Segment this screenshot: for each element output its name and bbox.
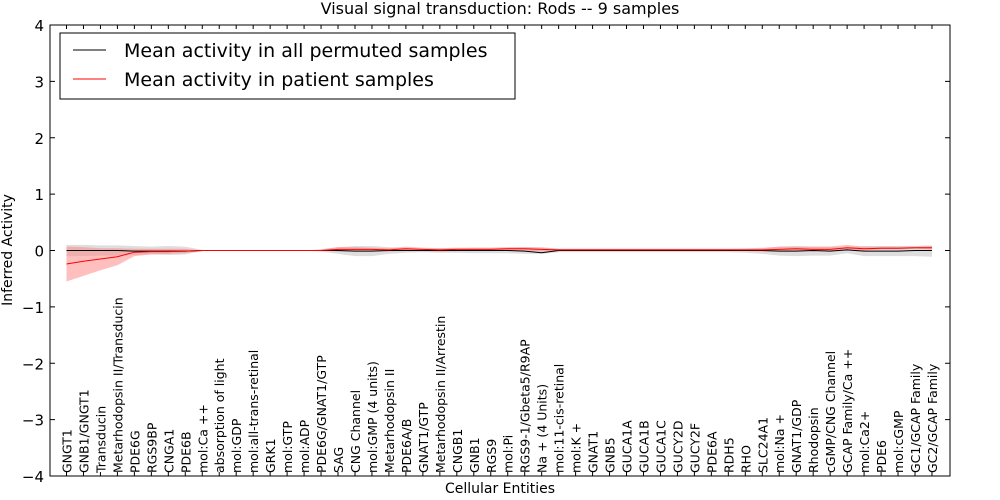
x-tick-label: GUCY2F [687,423,702,473]
x-tick-label: mol:all-trans-retinal [246,350,261,473]
y-tick-label: −3 [22,412,44,430]
x-tick-label: GNB5 [603,437,618,473]
x-tick-label: RHO [738,445,753,473]
x-tick-label: GUCA1B [637,420,652,473]
x-tick-label: GCAP Family/Ca ++ [840,349,855,473]
band-mean-activity-in-patient-samples [66,244,932,282]
x-tick-label: RGS9 [484,439,499,473]
x-tick-label: GRK1 [263,438,278,473]
x-tick-label: mol:GTP [280,421,295,473]
series-lines [66,247,932,265]
x-tick-label: GNAT1/GTP [416,402,431,473]
chart-title: Visual signal transduction: Rods -- 9 sa… [321,0,680,18]
x-tick-label: PDE6G/GNAT1/GTP [314,355,329,473]
x-tick-label: mol:Na + [772,414,787,473]
x-tick-label: CNGA1 [161,429,176,473]
legend-box [59,32,516,100]
x-tick-label: SLC24A1 [755,417,770,473]
x-tick-label: RGS9BP [144,422,159,473]
x-tick-label: Transducin [93,406,108,474]
x-tick-label: PDE6 [874,440,889,473]
x-tick-label: GC2/GCAP Family [925,363,940,473]
x-tick-label: GNB1/GNGT1 [77,389,92,473]
x-tick-label: Metarhodopsin II/Arrestin [433,316,448,473]
y-tick-label: −1 [22,299,44,317]
x-tick-label: SAG [331,447,346,473]
y-tick-label: 1 [34,186,44,204]
x-tick-label: Metarhodopsin II [382,369,397,473]
x-tick-label: mol:Ca2+ [857,411,872,473]
x-tick-label: mol:cGMP [891,410,906,473]
series-line-mean-activity-in-patient-samples [66,247,932,265]
y-tick-label: −4 [22,468,44,486]
x-tick-label: GUCA1A [620,420,635,473]
x-tick-label: mol:GDP [229,418,244,473]
y-axis-label: Inferred Activity [0,194,16,306]
x-tick-label: Metarhodopsin II/Transducin [110,297,125,473]
legend: Mean activity in all permuted samples Me… [59,32,516,100]
x-tick-label: RGS9-1/Gbeta5/R9AP [518,339,533,473]
x-tick-label: GC1/GCAP Family [908,363,923,473]
x-tick-label: Rhodopsin [806,407,821,473]
x-tick-label: mol:11-cis-retinal [552,364,567,473]
y-tick-label: 3 [34,73,44,91]
x-tick-label: PDE6A [704,431,719,473]
x-tick-label: mol:GMP (4 units) [365,361,380,473]
y-tick-label: 0 [34,243,44,261]
x-tick-label: GNGT1 [60,429,75,473]
x-tick-label: cGMP/CNG Channel [823,351,838,473]
x-tick-label: GNB1 [467,437,482,473]
x-tick-label: CNGB1 [450,429,465,473]
y-tick-label: 4 [34,17,44,35]
x-tick-label: PDE6B [178,431,193,473]
y-tick-label: 2 [34,130,44,148]
x-tick-label: CNG Channel [348,390,363,473]
x-tick-label: GNAT1/GDP [789,399,804,473]
x-tick-label: mol:Pi [501,435,516,473]
y-axis-ticks: 4 3 2 1 0 −1 −2 −3 −4 [22,17,950,486]
x-tick-label: mol:K + [569,423,584,473]
x-tick-label: PDE6A/B [399,419,414,473]
x-tick-label: PDE6G [127,430,142,473]
x-tick-label: absorption of light [212,358,227,473]
x-tick-label: Na + (4 Units) [535,384,550,473]
legend-label-permuted: Mean activity in all permuted samples [124,40,487,62]
x-tick-label: RDH5 [721,437,736,473]
y-tick-label: −2 [22,355,44,373]
legend-label-patient: Mean activity in patient samples [124,69,434,91]
x-tick-label: GUCA1C [653,420,668,473]
x-tick-label: mol:Ca ++ [195,404,210,473]
x-tick-label: GUCY2D [670,420,685,473]
x-tick-label: GNAT1 [586,431,601,473]
x-axis-label: Cellular Entities [445,481,555,497]
x-tick-label: mol:ADP [297,419,312,473]
